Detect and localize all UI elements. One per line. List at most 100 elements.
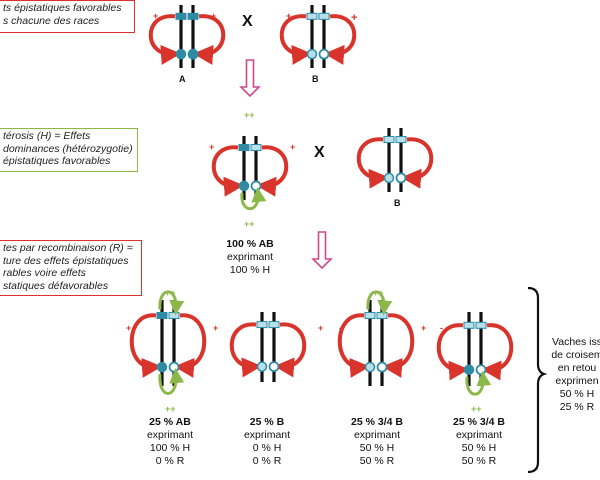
caption-line: 50 % R	[359, 455, 395, 467]
plus-sign: +	[351, 12, 358, 24]
locus-bar	[463, 321, 475, 329]
plus-sign: +	[211, 11, 217, 21]
plus-sign: +	[290, 142, 296, 152]
dominance-arrow	[158, 368, 185, 395]
caption-line: 0 % H	[252, 442, 282, 454]
right-bracket	[527, 286, 548, 474]
note-line: ture des effets épistatiques	[3, 254, 129, 267]
epistasis-arrow	[481, 323, 514, 381]
caption-line: 50 % R	[461, 455, 497, 467]
locus-ball	[187, 48, 199, 60]
note-recombinaison: tes par recombinaison (R) = ture des eff…	[0, 240, 142, 296]
locus-bar	[383, 136, 395, 144]
caption-line: 0 % R	[252, 455, 282, 467]
locus-bar	[364, 311, 376, 319]
locus-bar	[250, 144, 262, 152]
vaches-line: 25 % R	[559, 401, 595, 413]
epistasis-arrow	[193, 14, 226, 65]
plus-sign: +	[126, 323, 132, 333]
caption-line: 100 % H	[149, 442, 191, 454]
locus-bar	[238, 144, 250, 152]
vaches-line: 50 % H	[559, 388, 595, 400]
caption-line: exprimant	[226, 251, 274, 263]
pair-label-a: A	[179, 74, 186, 84]
epistasis-arrow	[211, 145, 244, 197]
chromosome-pair	[129, 290, 207, 395]
caption-pct: 25 % B	[249, 416, 285, 428]
caption-offspring-1: 25 % AB exprimant 100 % H 0 % R	[115, 416, 225, 468]
caption-line: 50 % H	[461, 442, 497, 454]
locus-ball	[364, 361, 376, 373]
caption-gen1: 100 % AB exprimant 100 % H	[195, 238, 305, 277]
locus-ball	[238, 180, 250, 192]
caption-pct: 25 % 3/4 B	[453, 416, 505, 428]
plus-sign: +	[318, 323, 324, 333]
vaches-line: de croisem	[551, 349, 600, 361]
locus-bar	[168, 311, 180, 319]
epistasis-arrow	[129, 313, 162, 378]
plus-plus-sign: ++	[471, 404, 482, 414]
dominance-arrow	[366, 290, 393, 316]
epistasis-arrow	[382, 313, 415, 378]
locus-ball	[376, 361, 388, 373]
note-line: statiques défavorables	[3, 279, 109, 292]
caption-line: exprimant	[243, 429, 291, 441]
locus-bar	[318, 12, 330, 20]
plus-plus-sign: ++	[165, 288, 176, 298]
note-line: ts épistatiques favorables	[3, 2, 122, 14]
locus-bar	[268, 321, 280, 329]
caption-pct: 25 % AB	[149, 416, 191, 428]
epistasis-arrow	[279, 14, 312, 65]
epistasis-arrow	[436, 323, 469, 381]
plus-sign: +	[209, 142, 215, 152]
plus-sign: +	[286, 11, 292, 21]
locus-bar	[175, 12, 187, 20]
note-line: épistatiques favorables	[3, 155, 111, 167]
locus-ball	[268, 361, 280, 373]
caption-pct: 25 % 3/4 B	[351, 416, 403, 428]
locus-ball	[306, 48, 318, 60]
epistasis-arrow	[256, 145, 289, 197]
dominance-arrow	[465, 370, 492, 396]
vaches-line: Vaches iss	[552, 336, 600, 348]
minus-sign: -	[440, 323, 443, 333]
locus-ball	[383, 172, 395, 184]
chromosome-pair	[279, 5, 357, 68]
epistasis-arrow	[324, 14, 357, 65]
locus-bar	[475, 321, 487, 329]
chromosome-pair	[148, 5, 226, 68]
down-arrow-shape	[311, 231, 333, 270]
locus-bar	[395, 136, 407, 144]
caption-line: exprimant	[146, 429, 194, 441]
chromosome-pair	[356, 128, 434, 192]
locus-ball	[463, 364, 475, 375]
note-line: rables voire effets	[3, 267, 86, 279]
plus-sign: +	[213, 323, 219, 333]
plus-sign: +	[421, 323, 427, 333]
vaches-line: exprimen	[555, 375, 599, 387]
locus-ball	[256, 361, 268, 372]
generation-arrow	[239, 59, 261, 98]
locus-ball	[168, 361, 180, 373]
note-line: térosis (H) = Effets	[3, 130, 91, 142]
caption-offspring-3: 25 % 3/4 B exprimant 50 % H 50 % R	[322, 416, 432, 468]
epistasis-arrow	[337, 313, 370, 378]
caption-line: 0 % R	[155, 455, 185, 467]
epistasis-arrow	[148, 14, 181, 65]
plus-sign: +	[153, 11, 159, 21]
caption-pct: 100 % AB	[226, 238, 274, 250]
cross-symbol: X	[314, 144, 325, 161]
locus-bar	[306, 12, 318, 20]
pair-label-b: B	[312, 74, 319, 84]
epistasis-arrow	[229, 322, 262, 378]
locus-ball	[318, 48, 330, 60]
vaches-line: en retou	[557, 362, 597, 374]
down-arrow-shape	[239, 59, 261, 98]
plus-plus-sign: ++	[373, 288, 384, 298]
note-line: tes par recombinaison (R) =	[3, 242, 133, 254]
caption-line: 50 % H	[359, 442, 395, 454]
locus-ball	[475, 364, 487, 376]
epistasis-arrow	[401, 137, 434, 189]
chromosome-pair	[211, 136, 289, 211]
chromosome-pair	[229, 312, 307, 382]
